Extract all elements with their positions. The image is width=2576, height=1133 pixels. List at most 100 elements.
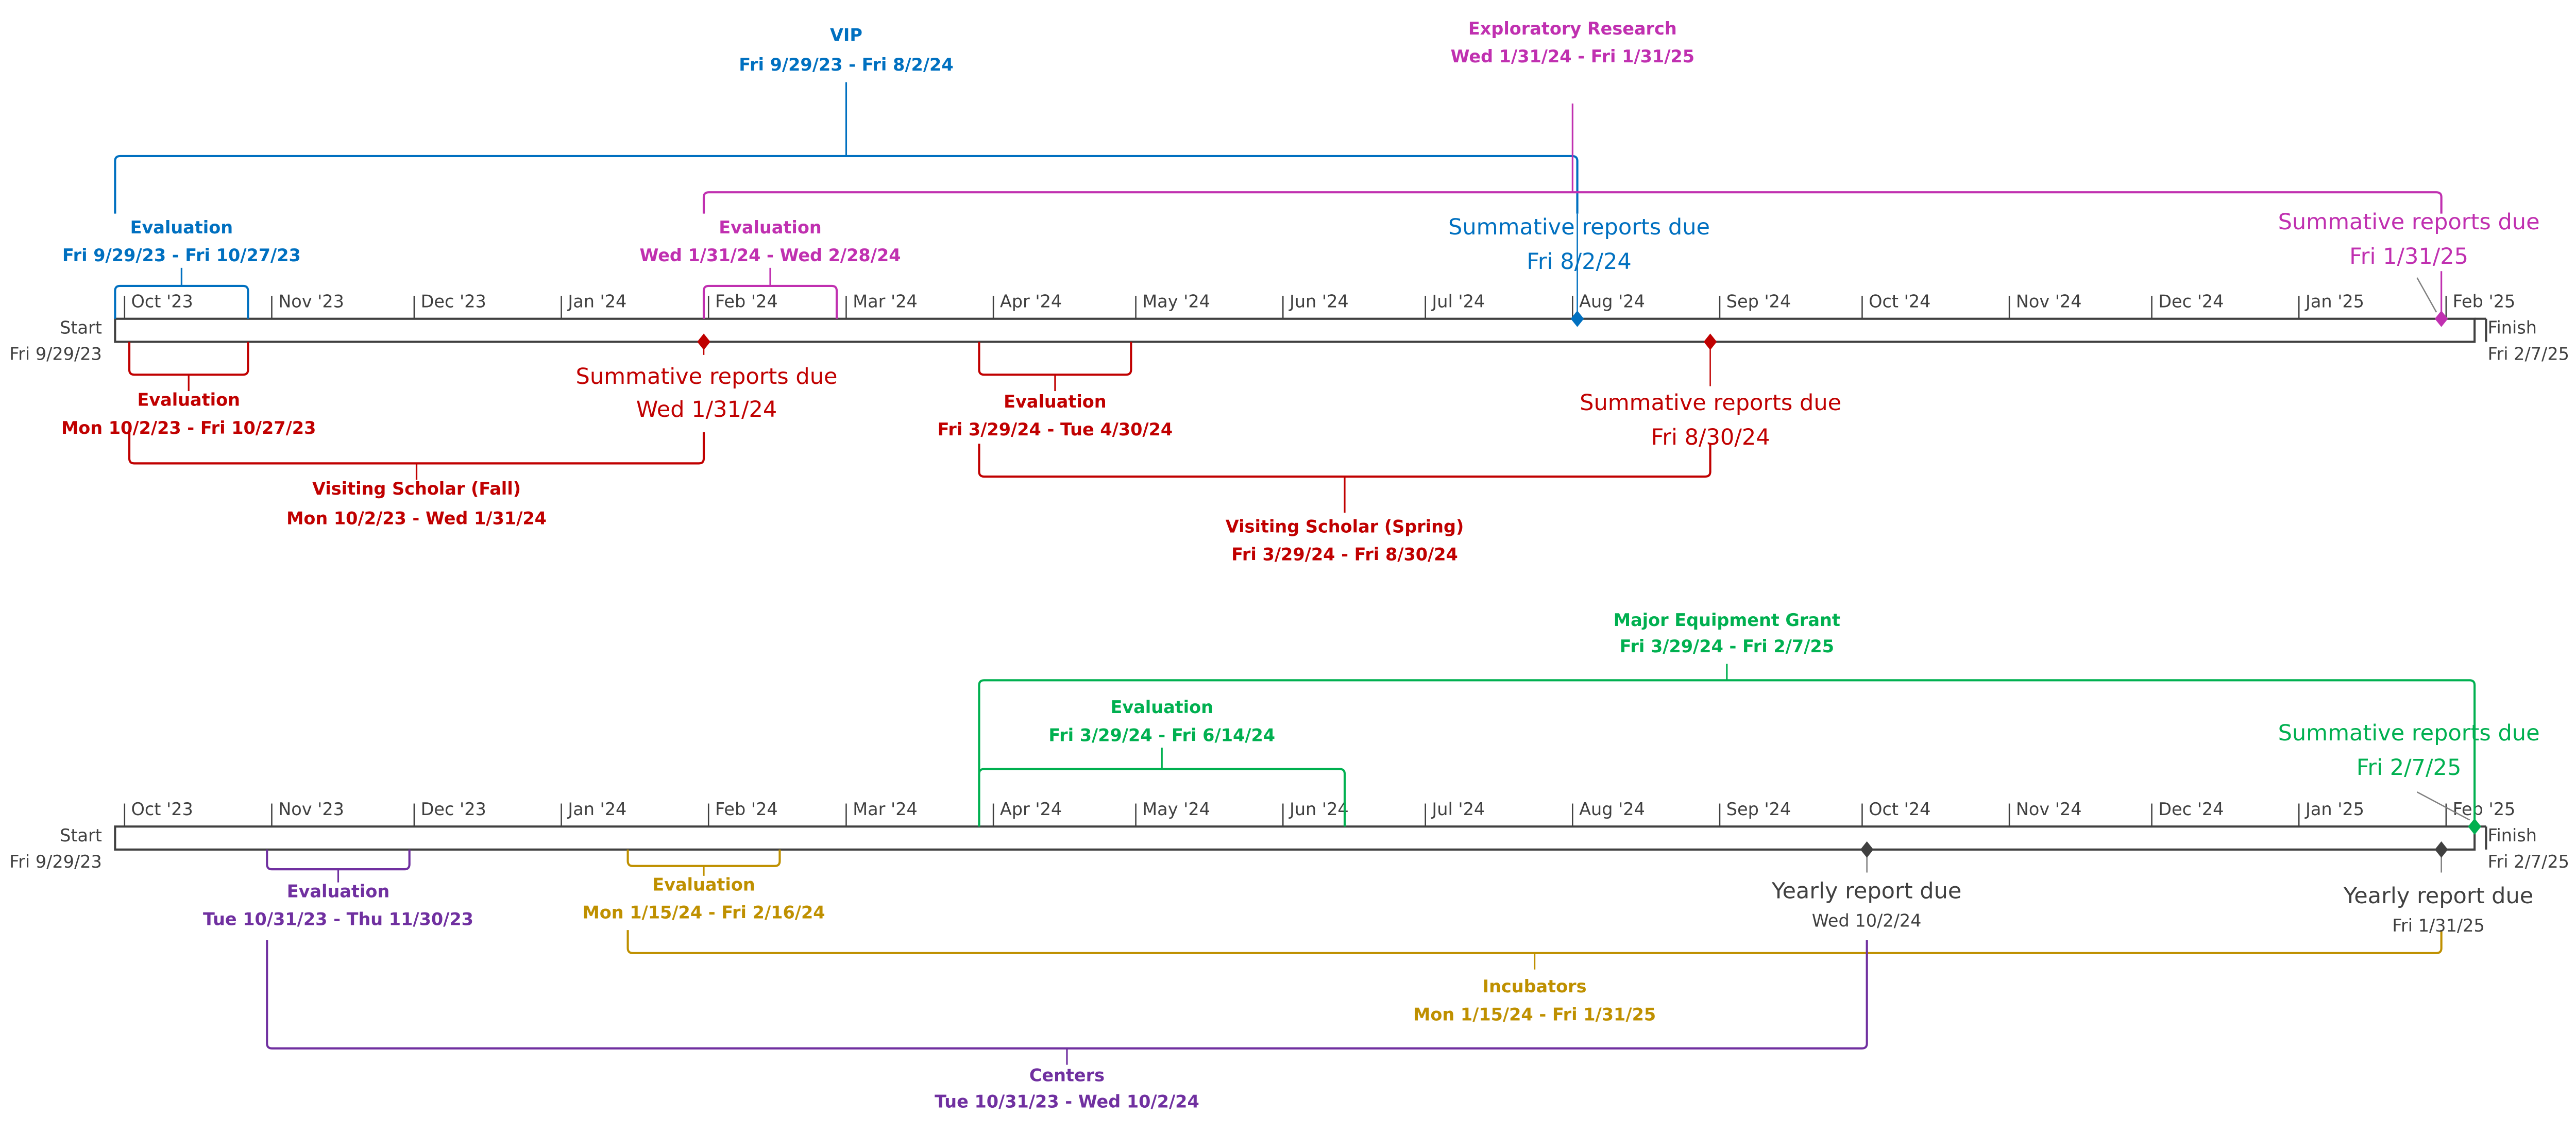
month-label: Jan '25 [2304,291,2364,311]
finish-label: Finish [2488,317,2537,337]
task-bracket [128,342,249,376]
timeline-bar [114,825,2476,851]
month-label: Feb '24 [715,291,778,311]
milestone-diamond-icon [2434,310,2448,327]
milestone-diamond-icon [1570,310,1584,327]
task-bracket [266,849,411,871]
task-vip: VIP Fri 9/29/23 - Fri 8/2/24 [114,25,1579,214]
task-dates: Tue 10/31/23 - Thu 11/30/23 [203,909,473,929]
task-name: Evaluation [1111,697,1213,717]
task-name: Evaluation [287,881,389,901]
task-name: Visiting Scholar (Fall) [312,479,521,499]
month-label: Aug '24 [1579,799,1645,819]
task-visiting-scholar-fall-: Visiting Scholar (Fall)Mon 10/2/23 - Wed… [128,432,705,528]
task-name: Evaluation [137,390,240,410]
milestone-diamond-icon [1703,333,1717,350]
month-label: Oct '24 [1869,291,1930,311]
milestone-date: Fri 1/31/25 [2349,244,2468,269]
month-label: Sep '24 [1726,799,1791,819]
task-name: Evaluation [1004,392,1106,412]
month-label: Jan '25 [2304,799,2364,819]
task-dates: Fri 3/29/24 - Fri 2/7/25 [1620,636,1834,656]
task-dates: Fri 3/29/24 - Fri 8/30/24 [1231,544,1458,564]
task-dates: Wed 1/31/24 - Fri 1/31/25 [1451,46,1694,66]
milestone-name: Yearly report due [1771,878,1962,904]
month-label: Feb '24 [715,799,778,819]
task-bracket [702,191,2443,214]
start-date: Fri 9/29/23 [9,852,102,872]
task-bracket [626,930,2443,954]
task-bracket [978,342,1132,376]
month-label: Nov '23 [278,799,344,819]
month-label: May '24 [1142,291,1210,311]
task-name: VIP [830,25,862,45]
milestone-name: Yearly report due [2343,883,2534,909]
task-bracket [114,155,1579,214]
task-name: Exploratory Research [1468,19,1677,39]
task-name: Evaluation [652,875,755,895]
milestone-name: Summative reports due [2278,209,2540,235]
milestone-date: Fri 8/2/24 [1527,249,1632,275]
month-label: Mar '24 [853,291,918,311]
month-label: Dec '23 [421,291,486,311]
month-label: Jun '24 [1289,799,1349,819]
month-label: Sep '24 [1726,291,1791,311]
month-label: Feb '25 [2453,291,2516,311]
month-label: Jan '24 [567,291,626,311]
month-label: Oct '24 [1869,799,1930,819]
month-label: Aug '24 [1579,291,1645,311]
finish-date: Fri 2/7/25 [2488,344,2569,364]
month-label: Dec '23 [421,799,486,819]
task-dates: Wed 1/31/24 - Wed 2/28/24 [639,245,901,265]
month-label: Apr '24 [1000,291,1062,311]
task-dates: Tue 10/31/23 - Wed 10/2/24 [935,1091,1199,1111]
milestone-date: Wed 1/31/24 [636,397,777,422]
task-name: Evaluation [130,217,233,238]
start-label: Start [60,825,102,845]
leader-line [2416,791,2470,821]
milestone-name: Summative reports due [1580,390,1841,416]
milestone-date: Fri 8/30/24 [1651,425,1770,450]
milestone-date: Wed 10/2/24 [1812,911,1922,931]
task-bracket [978,444,1711,478]
task-name: Incubators [1483,976,1587,996]
task-dates: Mon 10/2/23 - Fri 10/27/23 [61,418,316,438]
finish-date: Fri 2/7/25 [2488,852,2569,872]
month-label: May '24 [1142,799,1210,819]
leader-line [2416,277,2437,313]
milestone-date: Fri 2/7/25 [2357,755,2462,781]
task-dates: Fri 9/29/23 - Fri 8/2/24 [739,55,953,75]
task-bracket [626,849,781,867]
task-name: Evaluation [719,217,821,238]
month-label: Dec '24 [2158,799,2224,819]
month-label: Jun '24 [1289,291,1349,311]
task-name: Centers [1029,1065,1105,1085]
timeline-bar [114,317,2476,343]
task-bracket [266,940,1868,1050]
month-label: Jul '24 [1431,799,1485,819]
start-label: Start [60,317,102,337]
finish-label: Finish [2488,825,2537,845]
month-label: Jul '24 [1431,291,1485,311]
month-label: Dec '24 [2158,291,2224,311]
milestone-diamond-icon [1860,841,1874,858]
month-label: Nov '23 [278,291,344,311]
